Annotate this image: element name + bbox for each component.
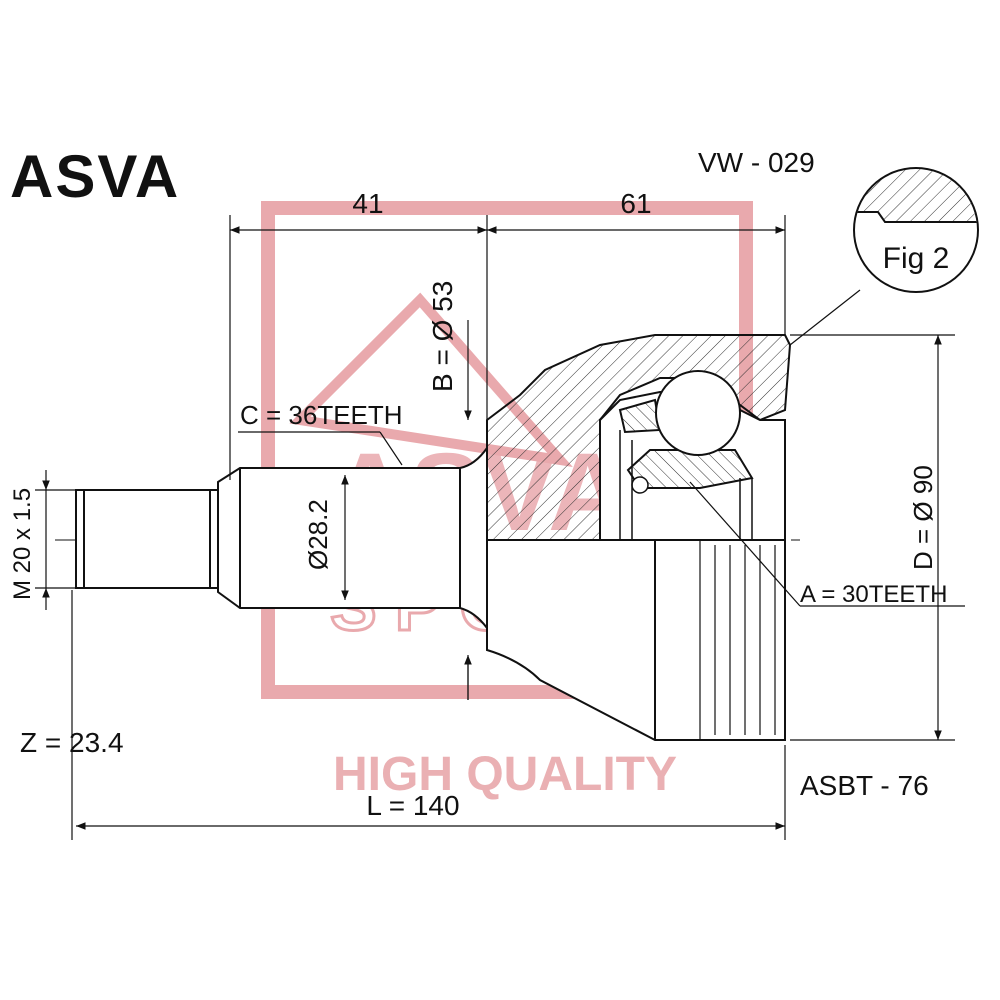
dim-c-label: C = 36TEETH	[240, 400, 403, 430]
dim-l-label: L = 140	[366, 790, 459, 821]
leader-c	[238, 431, 403, 466]
part-number: VW - 029	[698, 147, 815, 178]
brand-logo: ASVA	[10, 143, 180, 210]
boot-code: ASBT - 76	[800, 770, 929, 801]
dim-shaft-label: Ø28.2	[303, 499, 333, 570]
dim-a-label: A = 30TEETH	[800, 581, 947, 608]
housing-section	[486, 334, 792, 541]
dim-z-label: Z = 23.4	[20, 727, 124, 758]
housing-lower	[486, 539, 786, 741]
splined-shaft	[217, 444, 488, 631]
leader-a	[689, 481, 965, 607]
dim-thread-label: M 20 x 1.5	[9, 488, 36, 600]
ball-bearing	[655, 370, 741, 456]
dim-b-label: B = Ø 53	[427, 281, 458, 392]
watermark-triangle	[289, 292, 573, 468]
dim-d	[790, 334, 955, 741]
cage-pin	[631, 476, 649, 494]
dim-l	[76, 745, 786, 840]
dim-d-label: D = Ø 90	[908, 465, 938, 570]
dim-length-a: 41	[352, 188, 383, 219]
inner-race	[619, 430, 753, 540]
fig2-label: Fig 2	[883, 242, 950, 275]
dim-thread	[35, 470, 76, 610]
fig2-detail	[789, 167, 979, 346]
thread-stub	[75, 489, 219, 589]
dim-length-b: 61	[620, 188, 651, 219]
dim-top	[229, 215, 786, 480]
watermark-tagline: HIGH QUALITY	[333, 748, 677, 801]
